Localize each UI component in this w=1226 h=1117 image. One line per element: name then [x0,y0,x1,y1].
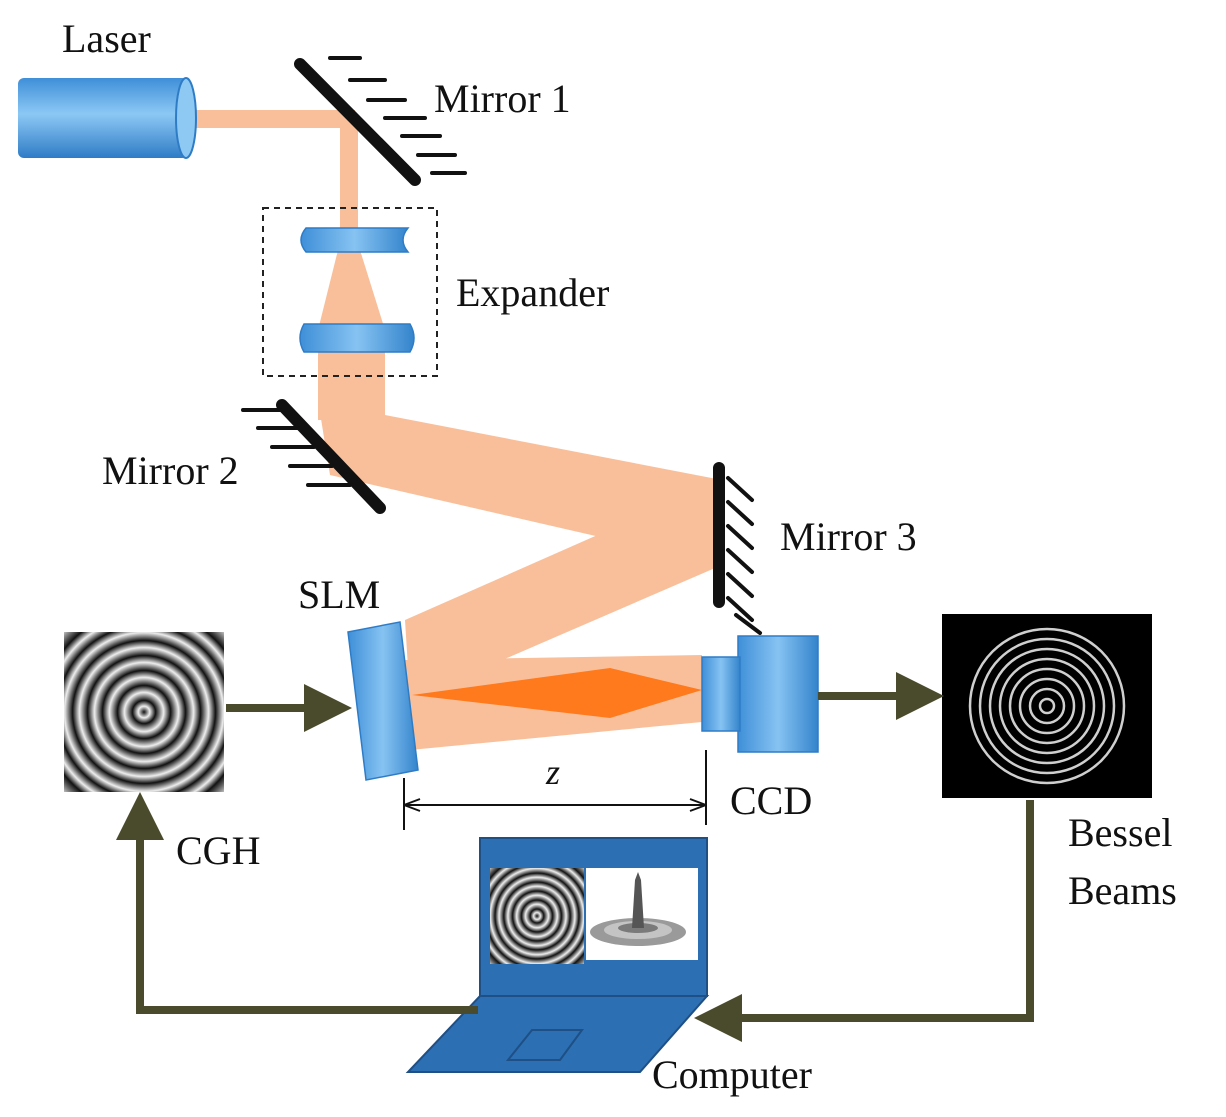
computer-laptop-icon [405,837,710,1073]
laser-icon [18,77,197,159]
arrow-bessel-to-computer [694,800,1034,1042]
mirror-3-label: Mirror 3 [780,514,917,559]
bessel-label-line1: Bessel [1068,810,1172,855]
arrow-computer-to-cgh [116,792,478,1014]
mirror-3-icon [713,462,762,635]
expander-lens-2 [299,323,415,353]
slm-icon [347,621,419,781]
signal-arrows [116,672,1034,1042]
ccd-camera-icon [701,635,819,753]
laser-label: Laser [62,16,151,61]
mirror-1-label: Mirror 1 [434,76,571,121]
cgh-pattern-image [64,632,224,792]
focused-beam [412,668,702,718]
expander-lens-1 [300,227,410,253]
distance-marker [403,750,707,830]
expander-box [262,207,438,377]
bessel-3d-plot-icon [590,872,686,946]
bessel-beam-image [942,614,1152,798]
computer-label: Computer [652,1052,812,1097]
distance-label: z [545,752,560,792]
mirror-2-icon [241,399,386,514]
mirror-1-icon [294,56,467,186]
slm-label: SLM [298,572,380,617]
ccd-label: CCD [730,778,812,823]
mirror-2-label: Mirror 2 [102,448,239,493]
bessel-label-line2: Beams [1068,868,1177,913]
cgh-label: CGH [176,828,260,873]
expander-label: Expander [456,270,609,315]
